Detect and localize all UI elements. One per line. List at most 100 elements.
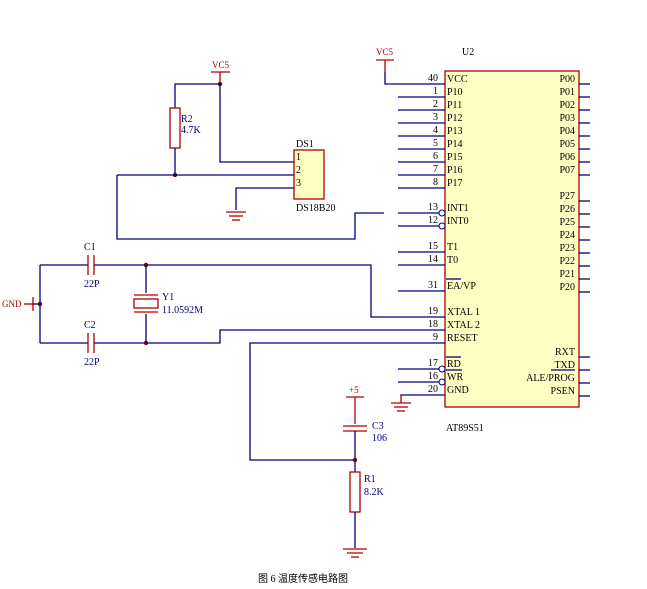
figure-caption: 图 6 温度传感电路图 [258, 572, 348, 585]
r1-resistor: R1 8.2K [349, 471, 385, 548]
u2-pin-name-right: P25 [559, 217, 575, 228]
u2-pin-name: RESET [447, 333, 478, 344]
r2-resistor: R2 4.7K [169, 83, 220, 175]
u2-pin-12-bubble [438, 222, 446, 230]
u2-pin-number: 13 [428, 202, 438, 213]
ds1-pin3: 3 [296, 178, 301, 189]
u2-body [444, 70, 580, 408]
u2-pin-13-bubble [438, 209, 446, 217]
wire-reset [249, 342, 445, 461]
u2-part: AT89S51 [446, 423, 484, 434]
u2-pin-number: 6 [433, 151, 438, 162]
u2-pin-20-wire [400, 394, 445, 396]
wire-ds1-gnd [235, 187, 294, 210]
ds1-ref: DS1 [296, 139, 314, 150]
u2-pin-number: 31 [428, 280, 438, 291]
u2-pin-name-right: P00 [559, 74, 575, 85]
wire-xtal2 [94, 329, 445, 344]
u2-pin-name: P17 [447, 178, 463, 189]
wire-dq-int1 [116, 175, 384, 240]
u2-pin-name: P15 [447, 152, 463, 163]
u2-pin-name-right: P06 [559, 152, 575, 163]
junction-reset [352, 457, 358, 463]
u2-pin-name: WR [447, 372, 463, 383]
u2-pin-number: 15 [428, 241, 438, 252]
u2-pin-number: 40 [428, 73, 438, 84]
u2-pin-number: 16 [428, 371, 438, 382]
vc5-supply-r2: VC5 [211, 60, 230, 82]
u2-pin-name-right: P04 [559, 126, 575, 137]
c1-value: 22P [84, 279, 100, 290]
y1-value: 11.0592M [162, 305, 203, 316]
u2-pin-name: RD [447, 359, 461, 370]
u2-right-pins: P00P01P02P03P04P05P06P07P27P26P25P24P23P… [526, 74, 590, 397]
gnd-port: GND [2, 297, 40, 311]
u2-pin-name-right: P05 [559, 139, 575, 150]
u2-pin-name-right: P02 [559, 100, 575, 111]
c2-value: 22P [84, 357, 100, 368]
u2-pin-number: 14 [428, 254, 438, 265]
vc5-label-u2: VC5 [376, 47, 394, 57]
u2-pin-name: P16 [447, 165, 463, 176]
r2-ref: R2 [181, 114, 193, 125]
u2-pin-name-right: P23 [559, 243, 575, 254]
r1-ref: R1 [364, 474, 376, 485]
u2-pin-name: P10 [447, 87, 463, 98]
y1-ref: Y1 [162, 292, 174, 303]
u2-pin-name-right: RXT [555, 347, 575, 358]
r1-body [349, 471, 361, 513]
wire-xtal1 [94, 264, 445, 318]
u2-pin-name-right: P24 [559, 230, 575, 241]
vc5-supply-u2: VC5 [376, 47, 445, 85]
u2-pin-number: 20 [428, 384, 438, 395]
u2-pin-name: VCC [447, 74, 468, 85]
u2-pin-name: XTAL 2 [447, 320, 480, 331]
wire-vcc [384, 72, 445, 85]
u2-pin-name-right: P26 [559, 204, 575, 215]
ds1-part: DS18B20 [296, 203, 335, 214]
u2-pin-number: 5 [433, 138, 438, 149]
u2-ref: U2 [462, 47, 474, 58]
u2-pin-16-bubble [438, 378, 446, 386]
u2-pin-number: 17 [428, 358, 438, 369]
r1-value: 8.2K [364, 487, 385, 498]
u2-pin-name-right: ALE/PROG [526, 373, 575, 384]
u2-pin-number: 19 [428, 306, 438, 317]
u2-pin-name: T0 [447, 255, 458, 266]
ground-symbol-r1 [343, 548, 367, 558]
u2-pin-number: 9 [433, 332, 438, 343]
u2-pin-number: 3 [433, 112, 438, 123]
u2-pin-number: 12 [428, 215, 438, 226]
ds1-pin2: 2 [296, 165, 301, 176]
wire-r2-top [174, 83, 220, 108]
r2-body [169, 107, 181, 149]
u2-pin-name-right: P01 [559, 87, 575, 98]
u2-pin-name-right: P27 [559, 191, 575, 202]
y1-crystal: Y1 11.0592M [133, 265, 203, 343]
u2-pin-name: P12 [447, 113, 463, 124]
u2-pin-name: P11 [447, 100, 462, 111]
u2-pin-name: EA/VP [447, 281, 476, 292]
u2-pin-name-right: TXD [554, 360, 575, 371]
u2-pin-17-bubble [438, 365, 446, 373]
u2-pin-name: INT0 [447, 216, 469, 227]
ds1-body [293, 149, 325, 200]
u2-pin-number: 8 [433, 177, 438, 188]
c3-capacitor: C3 106 [343, 421, 387, 472]
r2-value: 4.7K [181, 125, 202, 136]
u2-pin-name-right: PSEN [551, 386, 575, 397]
u2-pin-number: 1 [433, 86, 438, 97]
u2-pin-name-right: P03 [559, 113, 575, 124]
plus5-supply: +5 [346, 385, 364, 424]
u2-pin-name: P14 [447, 139, 463, 150]
u2-pin-name-right: P20 [559, 282, 575, 293]
u2-pin-name: T1 [447, 242, 458, 253]
u2-pin-name: INT1 [447, 203, 469, 214]
plus5-label: +5 [349, 385, 359, 395]
u2-pin-number: 18 [428, 319, 438, 330]
u2-pin-name-right: P21 [559, 269, 575, 280]
ds1-sensor: DS1 DS18B20 1 2 3 [293, 139, 335, 214]
c2-ref: C2 [84, 320, 96, 331]
